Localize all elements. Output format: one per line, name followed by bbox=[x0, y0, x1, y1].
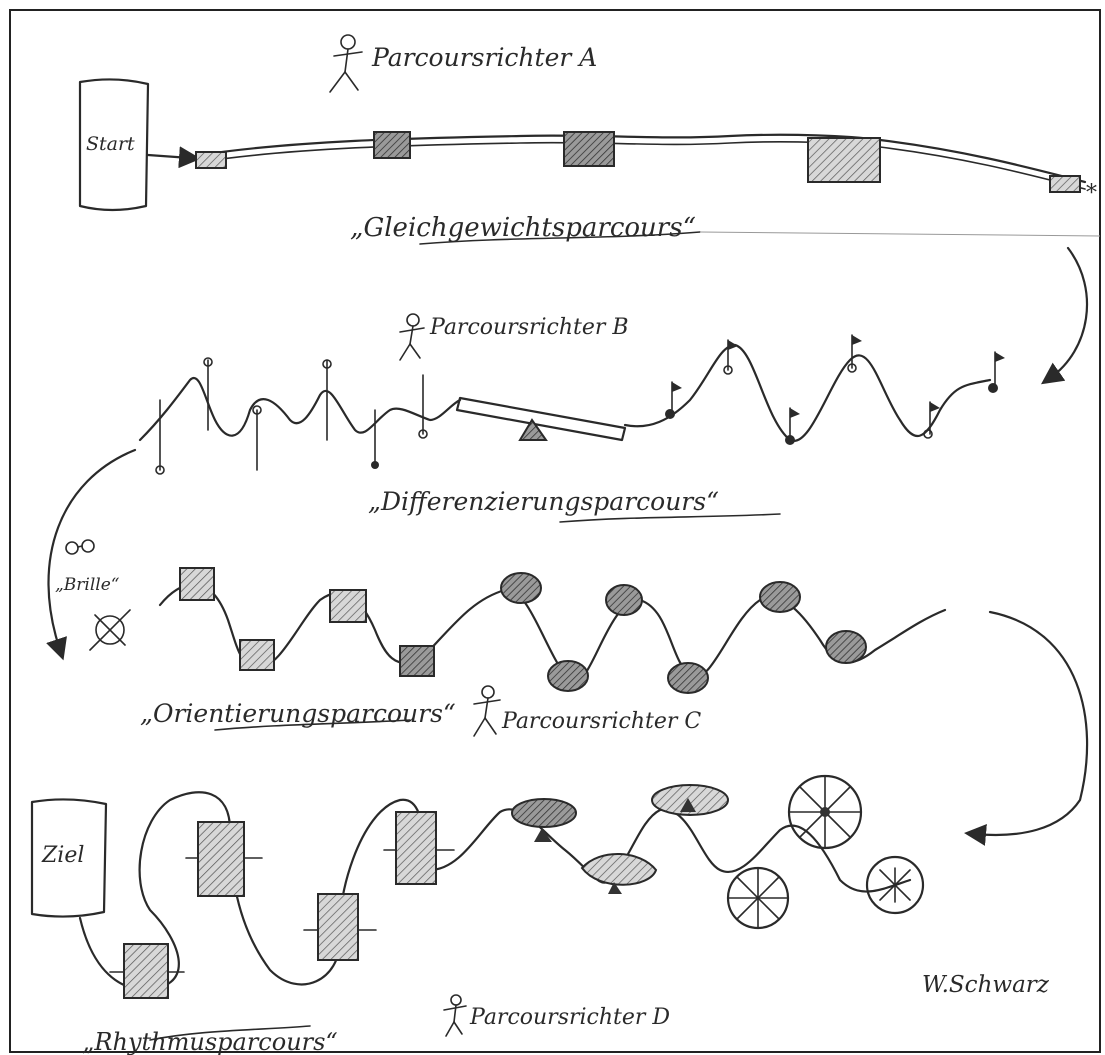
ziel-box bbox=[30, 798, 108, 918]
judge-a-figure bbox=[329, 34, 363, 93]
start-box bbox=[78, 78, 150, 212]
rhythm-wheels bbox=[726, 774, 925, 930]
differentiation-wave-path bbox=[623, 343, 992, 442]
judge-d-label: Parcoursrichter D bbox=[469, 1005, 670, 1030]
judge-c-figure bbox=[473, 685, 501, 737]
rhythm-underline bbox=[149, 1025, 311, 1041]
blindfold-eye-icon bbox=[89, 609, 131, 651]
glasses-icon bbox=[65, 539, 95, 555]
rhythm-drum-blocks bbox=[109, 811, 455, 999]
balance-beam-path: * bbox=[146, 131, 1097, 206]
connector-a-b bbox=[1040, 246, 1089, 385]
judge-d-figure bbox=[443, 994, 467, 1037]
differentiation-wavy-path bbox=[138, 376, 462, 442]
ziel-label: Ziel bbox=[41, 843, 84, 868]
row-separator bbox=[699, 231, 1101, 237]
signature: W.Schwarz bbox=[922, 972, 1050, 998]
frame-border bbox=[9, 9, 1101, 1053]
orientation-discs bbox=[500, 572, 867, 694]
start-label: Start bbox=[86, 133, 135, 155]
balance-course-label: „Gleichgewichtsparcours“ bbox=[350, 213, 696, 243]
judge-b-label: Parcoursrichter B bbox=[429, 315, 629, 340]
orientation-underline bbox=[214, 719, 411, 731]
note-markers bbox=[155, 357, 428, 475]
flag-markers bbox=[665, 334, 1005, 445]
connector-c-d bbox=[964, 610, 1089, 846]
connector-b-c bbox=[46, 448, 137, 661]
orientation-course-label: „Orientierungsparcours“ bbox=[140, 699, 456, 728]
orientation-squares bbox=[179, 567, 435, 677]
judge-b-figure bbox=[399, 313, 425, 361]
rhythm-rocker-boards bbox=[511, 784, 729, 894]
seesaw bbox=[455, 396, 627, 442]
differentiation-underline bbox=[559, 513, 781, 523]
glasses-label: „Brille“ bbox=[55, 575, 120, 595]
judge-c-label: Parcoursrichter C bbox=[501, 709, 701, 734]
judge-a-label: Parcoursrichter A bbox=[371, 43, 597, 72]
balance-underline bbox=[419, 231, 701, 245]
finish-star-a: * bbox=[1086, 181, 1097, 206]
differentiation-course-label: „Differenzierungsparcours“ bbox=[368, 487, 719, 516]
